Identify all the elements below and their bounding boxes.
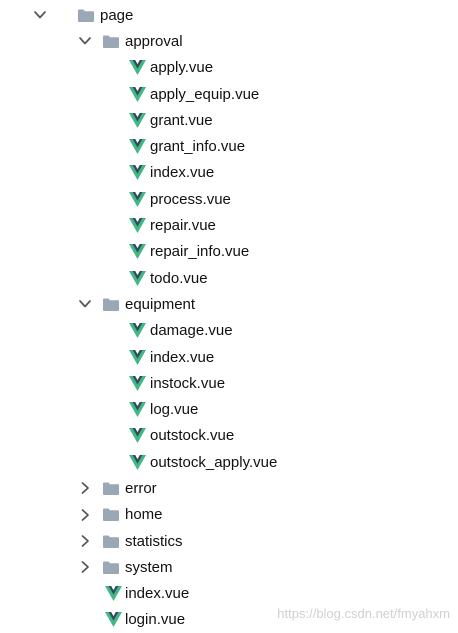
tree-file-row[interactable]: outstock_apply.vue (0, 449, 458, 475)
tree-folder-row[interactable]: home (0, 502, 458, 528)
tree-file-row[interactable]: index.vue (0, 344, 458, 370)
tree-folder-row[interactable]: error (0, 475, 458, 501)
tree-item-label: approval (125, 32, 183, 50)
vue-file-icon (128, 454, 146, 470)
tree-file-row[interactable]: damage.vue (0, 318, 458, 344)
vue-file-icon (128, 349, 146, 365)
tree-file-row[interactable]: todo.vue (0, 265, 458, 291)
vue-file-icon (128, 165, 146, 181)
tree-file-row[interactable]: process.vue (0, 186, 458, 212)
vue-file-icon (128, 428, 146, 444)
tree-file-row[interactable]: repair.vue (0, 212, 458, 238)
tree-item-label: error (125, 479, 157, 497)
tree-item-label: log.vue (150, 401, 199, 419)
chevron-down-icon[interactable] (78, 297, 92, 311)
watermark-text: https://blog.csdn.net/fmyahxm (277, 606, 450, 621)
tree-item-label: index.vue (125, 585, 190, 603)
tree-item-label: damage.vue (150, 322, 233, 340)
chevron-down-icon[interactable] (78, 34, 92, 48)
chevron-right-icon[interactable] (78, 481, 92, 495)
tree-item-label: index.vue (150, 348, 215, 366)
folder-icon (102, 559, 120, 575)
chevron-down-icon[interactable] (33, 8, 47, 22)
vue-file-icon (128, 112, 146, 128)
vue-file-icon (104, 586, 122, 602)
tree-item-label: repair_info.vue (150, 243, 250, 261)
vue-file-icon (128, 218, 146, 234)
tree-item-label: repair.vue (150, 217, 216, 235)
tree-item-label: equipment (125, 295, 196, 313)
vue-file-icon (128, 86, 146, 102)
tree-folder-row[interactable]: system (0, 554, 458, 580)
tree-item-label: grant_info.vue (150, 138, 246, 156)
tree-item-label: outstock_apply.vue (150, 453, 278, 471)
folder-icon (102, 33, 120, 49)
folder-icon (102, 296, 120, 312)
vue-file-icon (128, 60, 146, 76)
tree-file-row[interactable]: login.vue (0, 607, 458, 633)
tree-item-label: login.vue (125, 611, 186, 629)
folder-icon (102, 507, 120, 523)
vue-file-icon (104, 612, 122, 628)
tree-item-label: apply.vue (150, 59, 214, 77)
tree-item-label: statistics (125, 532, 183, 550)
tree-folder-row[interactable]: page (0, 2, 458, 28)
tree-item-label: process.vue (150, 190, 231, 208)
vue-file-icon (128, 139, 146, 155)
chevron-right-icon[interactable] (78, 508, 92, 522)
tree-item-label: outstock.vue (150, 427, 235, 445)
folder-icon (102, 533, 120, 549)
tree-item-label: grant.vue (150, 111, 213, 129)
tree-item-label: index.vue (150, 164, 215, 182)
vue-file-icon (128, 270, 146, 286)
tree-file-row[interactable]: repair_info.vue (0, 239, 458, 265)
vue-file-icon (128, 323, 146, 339)
chevron-right-icon[interactable] (78, 560, 92, 574)
tree-folder-row[interactable]: equipment (0, 291, 458, 317)
tree-file-row[interactable]: grant_info.vue (0, 133, 458, 159)
tree-file-row[interactable]: grant.vue (0, 107, 458, 133)
chevron-right-icon[interactable] (78, 534, 92, 548)
tree-file-row[interactable]: index.vue (0, 160, 458, 186)
tree-folder-row[interactable]: statistics (0, 528, 458, 554)
tree-file-row[interactable]: apply.vue (0, 55, 458, 81)
tree-file-row[interactable]: log.vue (0, 396, 458, 422)
vue-file-icon (128, 244, 146, 260)
tree-file-row[interactable]: apply_equip.vue (0, 81, 458, 107)
tree-file-row[interactable]: index.vue (0, 581, 458, 607)
tree-folder-row[interactable]: approval (0, 28, 458, 54)
vue-file-icon (128, 402, 146, 418)
tree-item-label: page (100, 6, 134, 24)
vue-file-icon (128, 191, 146, 207)
tree-file-row[interactable]: instock.vue (0, 370, 458, 396)
folder-icon (77, 7, 95, 23)
tree-item-label: home (125, 506, 163, 524)
tree-item-label: system (125, 558, 173, 576)
vue-file-icon (128, 375, 146, 391)
tree-item-label: apply_equip.vue (150, 85, 260, 103)
tree-file-row[interactable]: outstock.vue (0, 423, 458, 449)
tree-item-label: instock.vue (150, 374, 226, 392)
tree-item-label: todo.vue (150, 269, 208, 287)
folder-icon (102, 480, 120, 496)
